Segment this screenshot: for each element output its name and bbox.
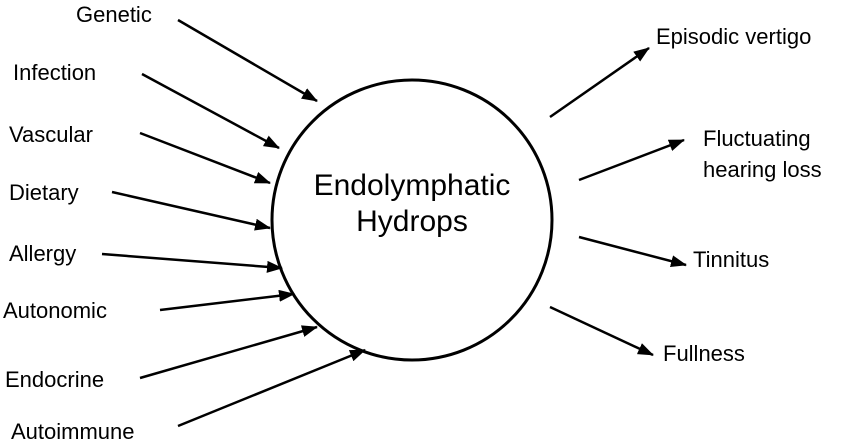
symptom-label-tinnitus: Tinnitus [693,247,770,272]
arrow-hearing-loss [578,138,685,182]
arrow-dietary [111,190,271,231]
arrow-autonomic [159,289,295,312]
cause-label-genetic: Genetic [76,2,152,27]
cause-label-infection: Infection [13,60,97,85]
center-title-line2: Hydrops [356,205,468,238]
arrow-allergy [101,252,283,273]
cause-label-autonomic: Autonomic [3,298,107,323]
symptom-label-vertigo: Episodic vertigo [656,24,812,49]
symptom-label-hearing-line1: Fluctuating [703,126,811,151]
center-title: Endolymphatic Hydrops [300,168,524,240]
arrow-fullness [549,305,654,357]
arrow-genetic [177,18,318,103]
arrow-autoimmune [177,348,366,428]
arrow-vascular [139,131,271,185]
cause-label-dietary: Dietary [9,180,79,205]
cause-label-endocrine: Endocrine [5,367,105,392]
hydrops-circle [270,78,554,362]
cause-label-autoimmune: Autoimmune [11,419,135,442]
arrow-infection [141,72,280,150]
cause-label-allergy: Allergy [9,241,77,266]
arrow-vertigo [549,46,650,119]
symptom-label-hearing-line2: hearing loss [703,157,822,182]
arrow-endocrine [139,325,318,380]
symptom-label-fullness: Fullness [663,341,745,366]
cause-label-vascular: Vascular [9,122,93,147]
center-title-line1: Endolymphatic [313,169,511,202]
arrow-tinnitus [578,235,687,268]
